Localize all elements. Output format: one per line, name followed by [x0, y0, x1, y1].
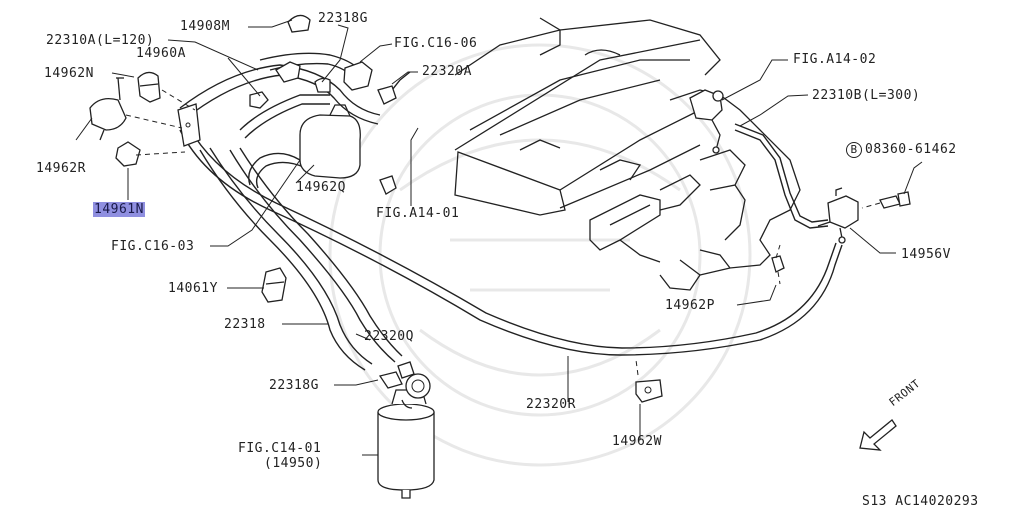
- label-14962w: 14962W: [612, 434, 662, 449]
- hose-22320r: [179, 121, 843, 356]
- intake-manifold: [589, 89, 801, 291]
- label-fig-a14-02: FIG.A14-02: [793, 52, 877, 67]
- hose-22310b: [734, 129, 829, 229]
- label-fig-c16-03: FIG.C16-03: [111, 239, 195, 254]
- dashed-leaders: [125, 89, 781, 376]
- label-14956v: 14956V: [901, 247, 951, 262]
- valve-top-cluster: [249, 14, 397, 109]
- upper-hoses: [179, 52, 411, 189]
- clip-14061y: [261, 267, 287, 303]
- hose-22318: [199, 147, 373, 371]
- hose-22320q: [229, 147, 403, 363]
- label-fig-c16-06: FIG.C16-06: [394, 36, 478, 51]
- circled-b-icon: B: [846, 142, 862, 158]
- hose-bracket: [177, 103, 201, 147]
- label-14962q: 14962Q: [296, 180, 346, 195]
- label-22320q: 22320Q: [364, 329, 414, 344]
- clip-14962r: [89, 77, 127, 141]
- label-22320r: 22320R: [526, 397, 576, 412]
- bolt-08360-61462: [861, 191, 911, 209]
- label-22310a: 22310A(L=120): [46, 33, 155, 48]
- vacuum-tank: [299, 104, 361, 179]
- label-14961n-highlighted[interactable]: 14961N: [93, 202, 145, 217]
- label-fig-c14-01: FIG.C14-01: [238, 441, 322, 456]
- label-14960a: 14960A: [136, 46, 186, 61]
- clip-14962w: [635, 379, 663, 403]
- label-22320a: 22320A: [422, 64, 472, 79]
- clip-14961n: [115, 141, 141, 167]
- label-fig-a14-01: FIG.A14-01: [376, 206, 460, 221]
- label-14962r: 14962R: [36, 161, 86, 176]
- throttle-body: [689, 89, 724, 154]
- clip-14962q: [379, 175, 397, 195]
- label-22318g-bottom: 22318G: [269, 378, 319, 393]
- label-14061y: 14061Y: [168, 281, 218, 296]
- purge-valve-14956v: [817, 187, 859, 244]
- front-arrow-icon: [859, 419, 897, 451]
- hose-22310b-edge: [734, 123, 829, 223]
- label-14962p: 14962P: [665, 298, 715, 313]
- clip-14962p: [771, 255, 785, 273]
- label-22318: 22318: [224, 317, 266, 332]
- label-22318g-top: 22318G: [318, 11, 368, 26]
- evap-canister: [377, 361, 435, 499]
- footer-diagram-code: S13 AC14020293: [862, 494, 979, 509]
- clip-14962n: [137, 71, 161, 103]
- label-14950: (14950): [264, 456, 323, 471]
- engine-cylinder-head: [454, 17, 721, 216]
- label-22310b: 22310B(L=300): [812, 88, 921, 103]
- label-14962n: 14962N: [44, 66, 94, 81]
- leader-lines: [75, 19, 923, 456]
- label-14908m: 14908M: [180, 19, 230, 34]
